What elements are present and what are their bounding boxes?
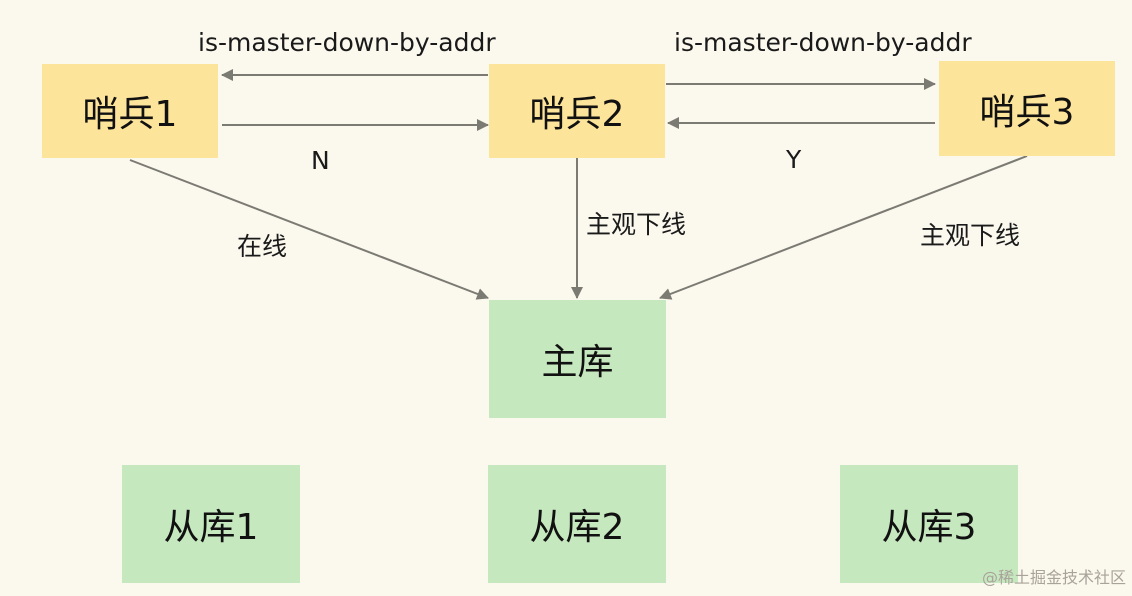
vote-label-y: Y (786, 145, 802, 174)
replica-3-node: 从库3 (840, 465, 1018, 583)
sentinel-1-node: 哨兵1 (42, 64, 218, 158)
state-label-sentinel-1: 在线 (237, 232, 288, 261)
replica-2-node: 从库2 (488, 465, 666, 583)
state-label-sentinel-2: 主观下线 (586, 210, 687, 239)
state-label-sentinel-3: 主观下线 (920, 221, 1021, 250)
sentinel-2-node: 哨兵2 (489, 64, 665, 158)
sentinel-3-node: 哨兵3 (939, 61, 1115, 156)
sentinel-1-label: 哨兵1 (82, 94, 178, 135)
master-label: 主库 (541, 342, 614, 383)
arrow-s1-to-master (129, 159, 489, 300)
sentinel-2-label: 哨兵2 (529, 94, 625, 135)
sentinel-3-label: 哨兵3 (979, 91, 1075, 133)
vote-label-n: N (311, 146, 330, 175)
replica-2-label: 从库2 (529, 507, 625, 548)
replica-3-label: 从库3 (881, 507, 977, 548)
command-label-right: is-master-down-by-addr (674, 28, 972, 57)
command-label-left: is-master-down-by-addr (198, 28, 496, 57)
arrow-s3-to-master (659, 155, 1028, 300)
replica-1-node: 从库1 (122, 465, 300, 583)
master-node: 主库 (489, 300, 666, 418)
replica-1-label: 从库1 (163, 507, 259, 548)
watermark-text: @稀土掘金技术社区 (981, 568, 1126, 587)
